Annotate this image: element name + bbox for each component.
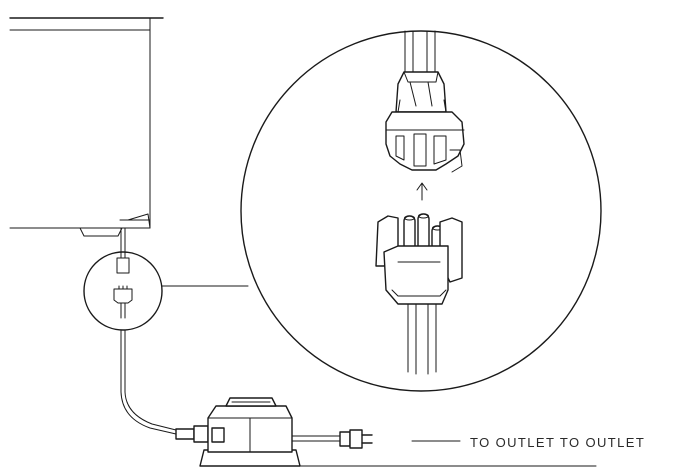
lower-receptacle <box>375 213 463 305</box>
cabinet-cable <box>120 227 126 259</box>
arrow-up-icon <box>416 182 428 201</box>
upper-wires <box>404 30 436 73</box>
magnified-detail-circle <box>240 30 602 392</box>
inline-connector <box>175 425 209 443</box>
small-detail-circle <box>83 251 163 331</box>
lower-cable <box>120 329 177 435</box>
lower-wires <box>407 303 437 375</box>
cabinet <box>9 17 164 237</box>
output-cord <box>291 435 341 442</box>
plug-prongs-icon <box>339 429 373 449</box>
upper-plug-housing <box>385 71 465 173</box>
outlet-callout-label: TO OUTLET TO OUTLET <box>470 435 646 450</box>
power-transformer <box>199 397 301 467</box>
